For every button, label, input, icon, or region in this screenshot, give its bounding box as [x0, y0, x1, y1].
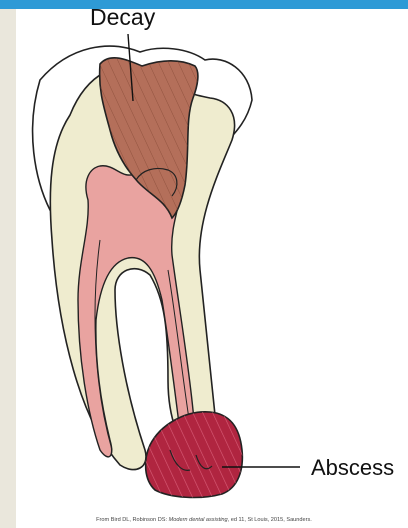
citation: From Bird DL, Robinson DS: Modern dental…	[0, 517, 408, 523]
abscess-label: Abscess	[311, 455, 394, 481]
citation-prefix: From Bird DL, Robinson DS:	[96, 517, 168, 523]
decay-label: Decay	[90, 4, 155, 31]
citation-title: Modern dental assisting	[169, 517, 228, 523]
citation-suffix: , ed 11, St Louis, 2015, Saunders.	[228, 517, 312, 523]
